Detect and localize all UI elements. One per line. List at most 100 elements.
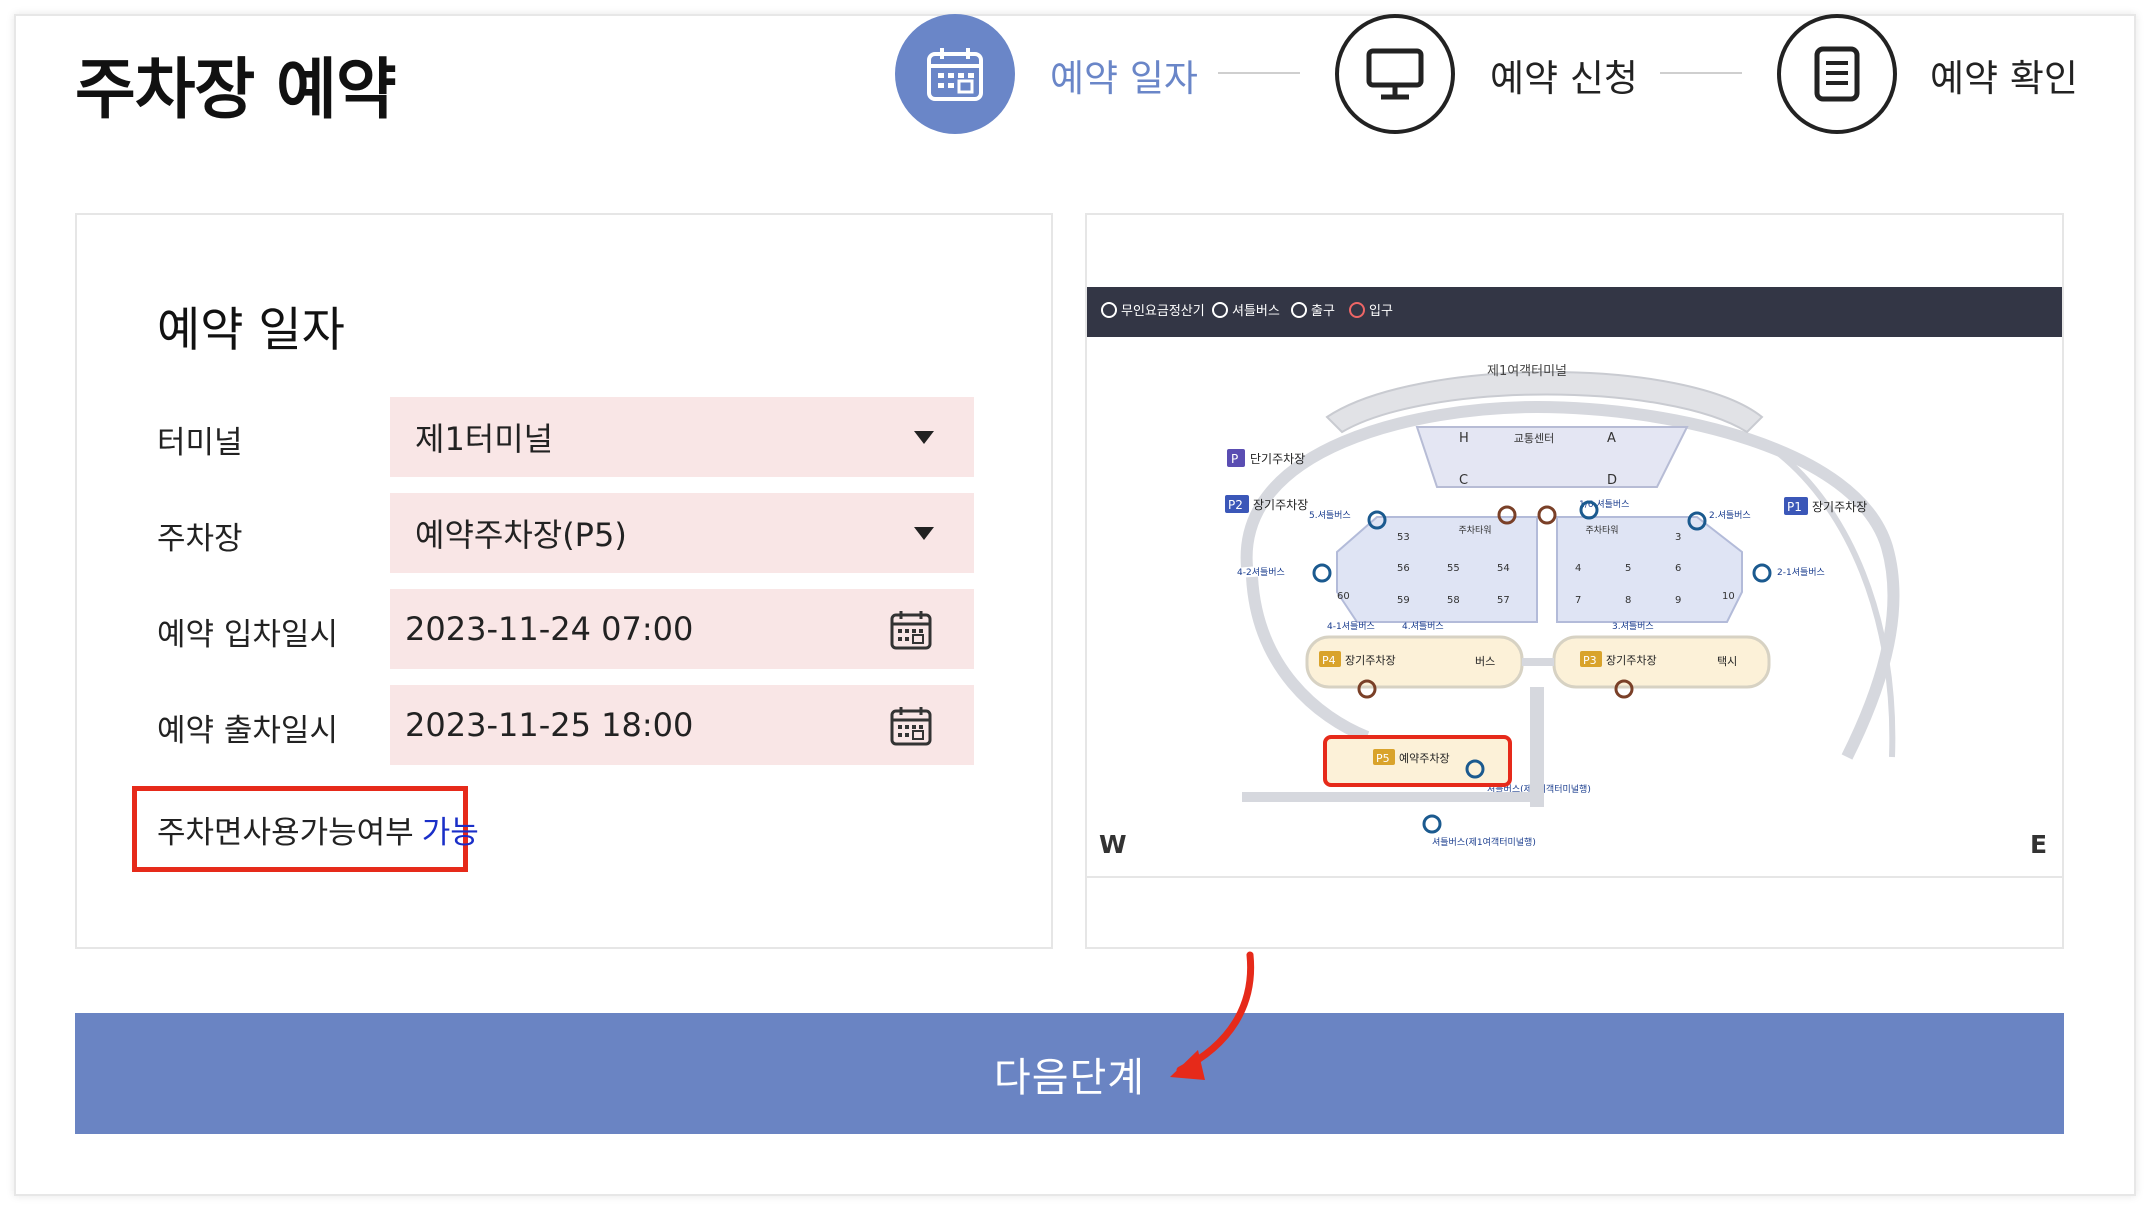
spot-number: 60 bbox=[1337, 591, 1350, 602]
spot-number: 9 bbox=[1675, 595, 1681, 606]
availability-value: 가능 bbox=[421, 814, 479, 851]
entry-datetime-field[interactable]: 2023-11-24 07:00 bbox=[390, 589, 974, 669]
shuttle-stop-label: 5.셔틀버스 bbox=[1309, 510, 1351, 521]
lot-p1-badge bbox=[1784, 497, 1808, 515]
legend-label: 무인요금정산기 bbox=[1121, 304, 1205, 319]
legend-item-kiosk: 무인요금정산기 bbox=[1101, 300, 1205, 319]
lot-p2-badge bbox=[1225, 495, 1249, 513]
entry-datetime-label: 예약 입차일시 bbox=[157, 617, 338, 653]
step-3-label: 예약 확인 bbox=[1930, 57, 2078, 100]
entry-datetime-value: 2023-11-24 07:00 bbox=[405, 610, 694, 648]
shuttle-stop-label: 1/6.셔틀버스 bbox=[1579, 499, 1629, 510]
parking-label: 주차장 bbox=[157, 521, 243, 557]
lot-p2-code: P2 bbox=[1228, 498, 1243, 512]
section-title: 예약 일자 bbox=[157, 303, 345, 358]
terminal-label: 터미널 bbox=[157, 425, 243, 461]
spot-number: 54 bbox=[1497, 563, 1510, 574]
step-indicator: 예약 일자 예약 신청 예약 확인 bbox=[895, 14, 2095, 134]
zone-h: H bbox=[1459, 431, 1469, 446]
spot-number: 57 bbox=[1497, 595, 1510, 606]
lot-p-badge bbox=[1227, 449, 1245, 467]
shuttle-stop-label: 2-1셔틀버스 bbox=[1777, 567, 1825, 578]
bus-stop-marker bbox=[1367, 510, 1387, 530]
spot-number: 7 bbox=[1575, 595, 1581, 606]
lot-p2-label: 장기주차장 bbox=[1253, 498, 1308, 512]
kiosk-marker bbox=[1357, 679, 1377, 699]
zone-a: A bbox=[1607, 431, 1616, 446]
bus-area-label: 버스 bbox=[1475, 655, 1495, 668]
legend-item-exit: 출구 bbox=[1291, 300, 1335, 319]
legend-item-entrance: 입구 bbox=[1349, 300, 1393, 319]
bus-icon bbox=[1212, 301, 1228, 318]
step-connector bbox=[1660, 72, 1742, 74]
legend-label: 출구 bbox=[1311, 304, 1335, 319]
spot-number: 4 bbox=[1575, 563, 1581, 574]
document-icon bbox=[1814, 46, 1860, 102]
lot-p1-code: P1 bbox=[1787, 500, 1802, 514]
lot-p5-code: P5 bbox=[1376, 752, 1390, 765]
annotation-arrow-icon bbox=[1170, 951, 1255, 1080]
calendar-icon bbox=[927, 48, 983, 101]
kiosk-marker bbox=[1614, 679, 1634, 699]
spot-number: 8 bbox=[1625, 595, 1631, 606]
entrance-icon bbox=[1349, 301, 1365, 318]
map-terminal-label: 제1여객터미널 bbox=[1487, 364, 1567, 379]
calendar-icon[interactable] bbox=[890, 706, 932, 746]
lot-p4-badge bbox=[1319, 651, 1341, 667]
parking-select[interactable]: 예약주차장(P5) bbox=[390, 493, 974, 573]
shuttle-stop-label: 3.셔틀버스 bbox=[1612, 621, 1654, 632]
bus-stop-marker bbox=[1465, 759, 1485, 779]
legend-item-shuttle: 셔틀버스 bbox=[1212, 300, 1280, 319]
shuttle-stop-label: 4-1셔틀버스 bbox=[1327, 621, 1375, 632]
lot-p5-badge bbox=[1373, 749, 1395, 765]
spot-number: 3 bbox=[1675, 532, 1681, 543]
chevron-down-icon bbox=[914, 527, 934, 540]
step-2-label: 예약 신청 bbox=[1490, 57, 1638, 100]
spot-number: 6 bbox=[1675, 563, 1681, 574]
step-connector bbox=[1218, 72, 1300, 74]
step-1-label: 예약 일자 bbox=[1050, 57, 1198, 100]
spot-number: 5 bbox=[1625, 563, 1631, 574]
parking-map: 제1여객터미널 H 교통센터 A C D P 단기주차장 P2 장기주차장 P1… bbox=[1225, 364, 1900, 848]
next-step-button[interactable]: 다음단계 bbox=[75, 1013, 2064, 1134]
spot-number: 10 bbox=[1722, 591, 1735, 602]
west-label: W bbox=[1099, 830, 1127, 859]
map-legend-bar bbox=[1087, 287, 2062, 337]
legend-label: 입구 bbox=[1369, 304, 1393, 319]
kiosk-marker bbox=[1497, 505, 1517, 525]
p5-reservation-lot bbox=[1323, 735, 1512, 787]
legend-label: 셔틀버스 bbox=[1232, 304, 1280, 319]
shuttle-stop-label: 셔틀버스(제1여객터미널행) bbox=[1432, 836, 1536, 848]
exit-datetime-value: 2023-11-25 18:00 bbox=[405, 706, 694, 744]
terminal-select[interactable]: 제1터미널 bbox=[390, 397, 974, 477]
kiosk-marker bbox=[1537, 505, 1557, 525]
shuttle-stop-label: 4-2셔틀버스 bbox=[1237, 567, 1285, 578]
zone-d: D bbox=[1607, 473, 1617, 488]
exit-icon bbox=[1291, 301, 1307, 318]
shuttle-stop-label: 2.셔틀버스 bbox=[1709, 510, 1751, 521]
terminal-value: 제1터미널 bbox=[415, 420, 554, 458]
spot-number: 55 bbox=[1447, 563, 1460, 574]
taxi-area-label: 택시 bbox=[1717, 655, 1737, 668]
east-label: E bbox=[2030, 830, 2048, 859]
parking-tower-right: 주차타워 bbox=[1585, 524, 1618, 536]
parking-tower-left: 주차타워 bbox=[1458, 524, 1491, 536]
p5-lot-label: 예약주차장 bbox=[1399, 751, 1450, 765]
short-term-parking-label: 단기주차장 bbox=[1250, 452, 1305, 466]
page-title: 주차장 예약 bbox=[75, 51, 397, 128]
zone-c: C bbox=[1459, 473, 1468, 488]
reservation-form-panel: 예약 일자 터미널 제1터미널 주차장 예약주차장(P5) 예약 입차일시 20… bbox=[75, 213, 1053, 949]
map-divider bbox=[1087, 876, 2062, 878]
spot-number: 53 bbox=[1397, 532, 1410, 543]
exit-datetime-label: 예약 출차일시 bbox=[157, 713, 338, 749]
lot-p3-badge bbox=[1580, 651, 1602, 667]
bus-stop-marker bbox=[1687, 511, 1707, 531]
exit-datetime-field[interactable]: 2023-11-25 18:00 bbox=[390, 685, 974, 765]
transport-center-label: 교통센터 bbox=[1514, 432, 1554, 445]
spot-number: 56 bbox=[1397, 563, 1410, 574]
next-step-label: 다음단계 bbox=[993, 1055, 1146, 1100]
step-3-circle bbox=[1777, 14, 1897, 134]
availability-label: 주차면사용가능여부 bbox=[157, 814, 414, 851]
calendar-icon[interactable] bbox=[890, 610, 932, 650]
availability-status: 주차면사용가능여부 가능 bbox=[132, 786, 479, 872]
